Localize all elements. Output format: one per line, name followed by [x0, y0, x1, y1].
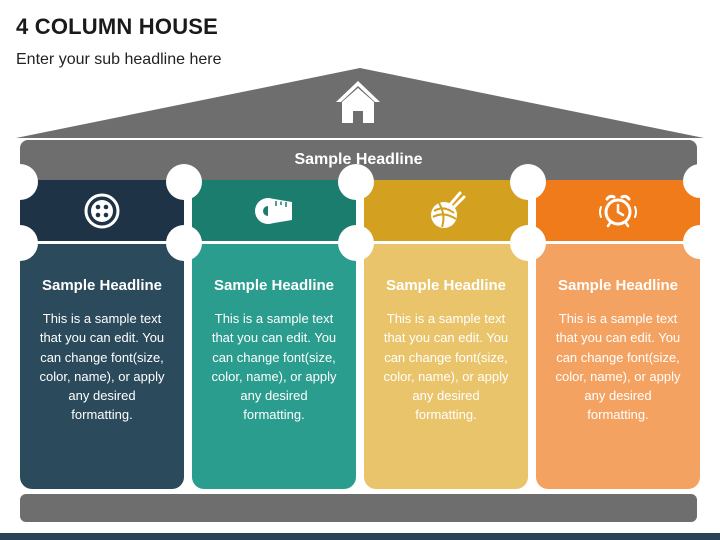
joint-knob: [2, 225, 38, 261]
column-headline: Sample Headline: [213, 277, 335, 294]
joint-knob: [166, 164, 202, 200]
column-headline: Sample Headline: [41, 277, 163, 294]
joint-knob: [2, 164, 38, 200]
joint-knob: [338, 164, 374, 200]
yarn-ball-icon: [431, 191, 466, 228]
column-2: Sample Headline This is a sample text th…: [192, 180, 356, 489]
joint-knob: [683, 164, 717, 198]
column-shaft: [536, 244, 700, 489]
column-body-text: This is a sample text that you can edit.…: [555, 311, 681, 423]
house-icon: [336, 81, 380, 123]
column-3: Sample Headline This is a sample text th…: [364, 180, 528, 489]
joint-knob: [510, 225, 546, 261]
column-cap: [364, 180, 528, 241]
footer-bar: [0, 533, 720, 540]
column-4: Sample Headline This is a sample text th…: [536, 180, 700, 489]
joint-knob: [338, 225, 374, 261]
roof: [16, 68, 704, 138]
column-body-text: This is a sample text that you can edit.…: [211, 311, 337, 423]
joint-knob: [166, 225, 202, 261]
foundation-base: [20, 494, 697, 522]
button-icon: [84, 193, 120, 228]
joint-knob: [510, 164, 546, 200]
column-shaft: [20, 244, 184, 489]
column-headline: Sample Headline: [557, 277, 679, 294]
column-1: Sample Headline This is a sample text th…: [20, 180, 184, 489]
measuring-tape-icon: [255, 197, 292, 224]
page-subtitle: Enter your sub headline here: [16, 51, 222, 68]
page-title: 4 COLUMN HOUSE: [16, 14, 219, 39]
column-body-text: This is a sample text that you can edit.…: [383, 311, 509, 423]
alarm-clock-icon: [599, 194, 637, 227]
column-headline: Sample Headline: [385, 277, 507, 294]
column-cap: [192, 180, 356, 241]
beam-headline: Sample Headline: [294, 151, 423, 168]
column-shaft: [364, 244, 528, 489]
column-cap: [20, 180, 184, 241]
column-body-text: This is a sample text that you can edit.…: [39, 311, 165, 423]
column-cap: [536, 180, 700, 241]
joint-knob: [683, 225, 717, 259]
column-shaft: [192, 244, 356, 489]
